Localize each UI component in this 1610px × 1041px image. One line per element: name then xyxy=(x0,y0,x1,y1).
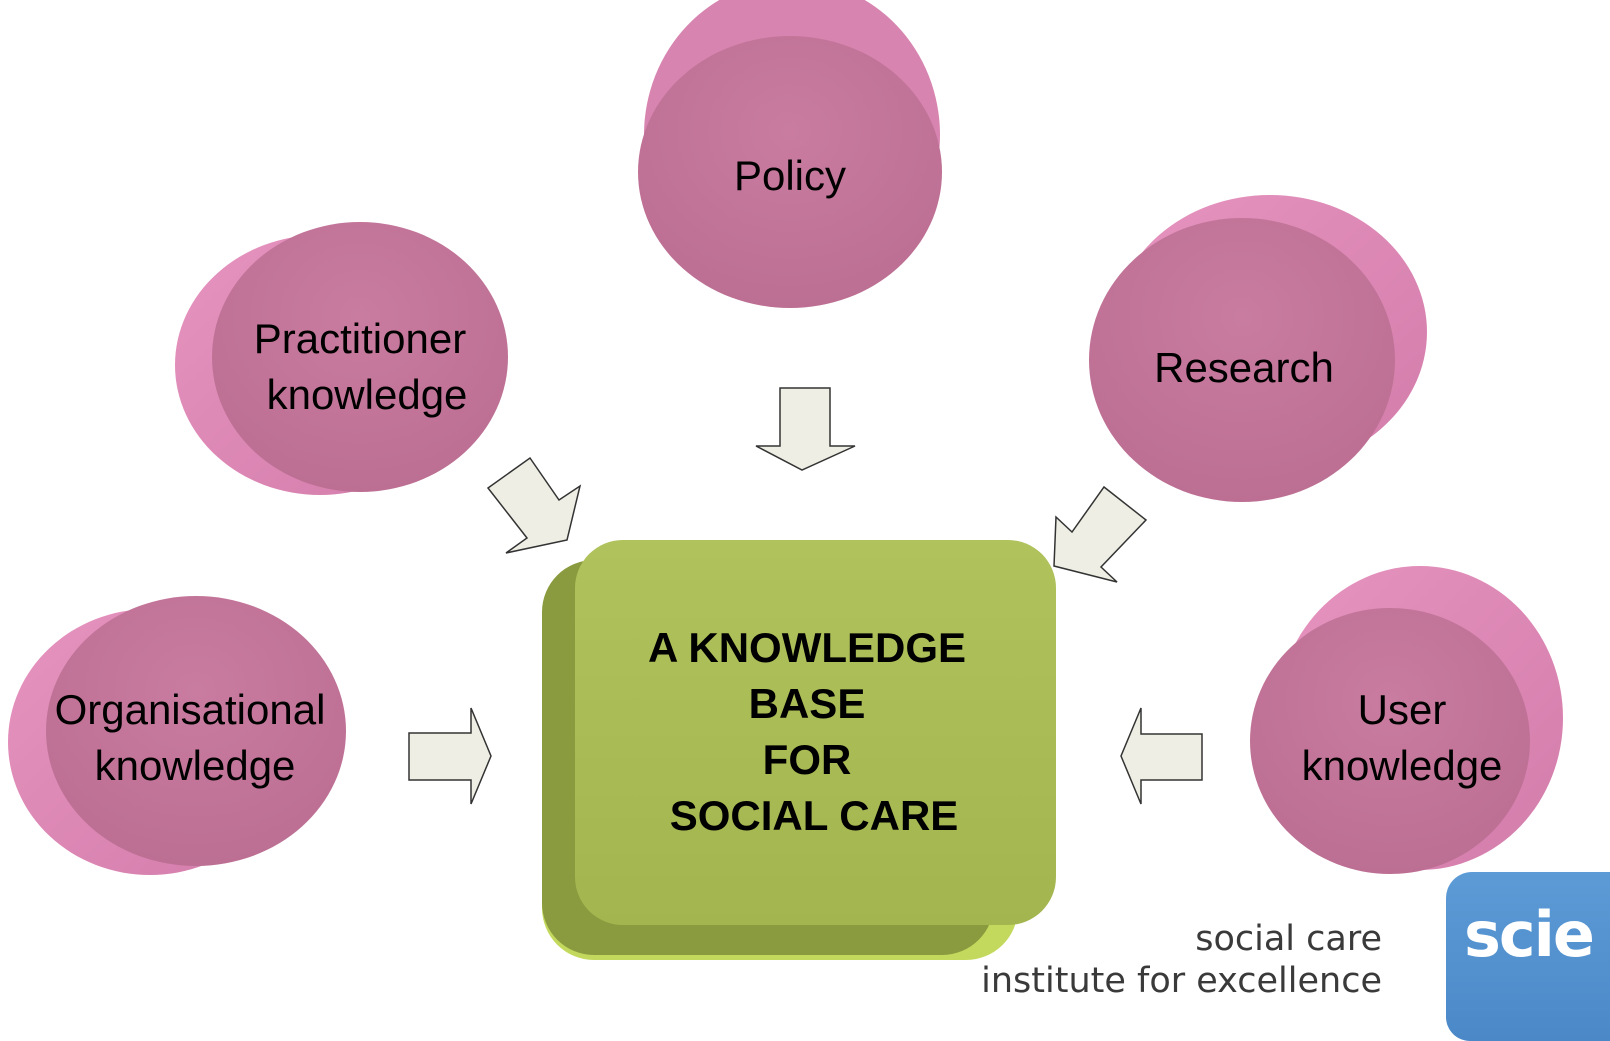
node-user-face xyxy=(1250,608,1530,874)
arrow-from-organisational xyxy=(408,707,492,805)
center-label: A KNOWLEDGE BASE FOR SOCIAL CARE xyxy=(597,620,1017,844)
node-organisational-label-line2: knowledge xyxy=(94,742,296,789)
logo-mark: scie xyxy=(1446,872,1610,1041)
node-user-label-line2: knowledge xyxy=(1301,742,1503,789)
logo-line2: institute for excellence xyxy=(981,961,1382,1001)
logo-line1: social care xyxy=(1195,919,1382,959)
center-label-line4: SOCIAL CARE xyxy=(669,792,959,839)
node-research-label-line1: Research xyxy=(1154,344,1334,391)
node-user-label: User knowledge xyxy=(1252,682,1552,794)
node-research-face xyxy=(1089,218,1395,502)
node-user-label-line1: User xyxy=(1357,686,1447,733)
center-label-line2: BASE xyxy=(748,680,866,727)
node-policy xyxy=(638,0,942,308)
node-organisational-face xyxy=(46,596,346,866)
node-practitioner-label-line2: knowledge xyxy=(266,371,468,418)
node-organisational-label: Organisational knowledge xyxy=(30,682,350,794)
node-policy-face xyxy=(638,36,942,308)
arrow-from-policy xyxy=(755,387,856,471)
center-label-line1: A KNOWLEDGE xyxy=(647,624,967,671)
logo-text: social care institute for excellence xyxy=(981,918,1382,1002)
arrow-from-practitioner xyxy=(486,456,582,554)
node-research-label: Research xyxy=(1094,340,1394,396)
node-practitioner-label: Practitioner knowledge xyxy=(210,311,510,423)
arrow-from-research xyxy=(1053,485,1148,583)
logo-mark-text: scie xyxy=(1464,898,1595,971)
node-research xyxy=(1089,195,1427,502)
center-box xyxy=(542,540,1056,960)
node-practitioner-label-line1: Practitioner xyxy=(253,315,467,362)
node-organisational-label-line1: Organisational xyxy=(54,686,326,733)
node-user xyxy=(1250,566,1563,874)
center-box-face xyxy=(575,540,1056,925)
node-practitioner xyxy=(175,222,508,495)
center-label-line3: FOR xyxy=(762,736,852,783)
node-organisational xyxy=(8,596,346,875)
node-policy-label: Policy xyxy=(640,148,940,204)
arrow-from-user xyxy=(1120,707,1203,805)
node-practitioner-face xyxy=(212,222,508,492)
node-policy-label-line1: Policy xyxy=(733,152,847,199)
